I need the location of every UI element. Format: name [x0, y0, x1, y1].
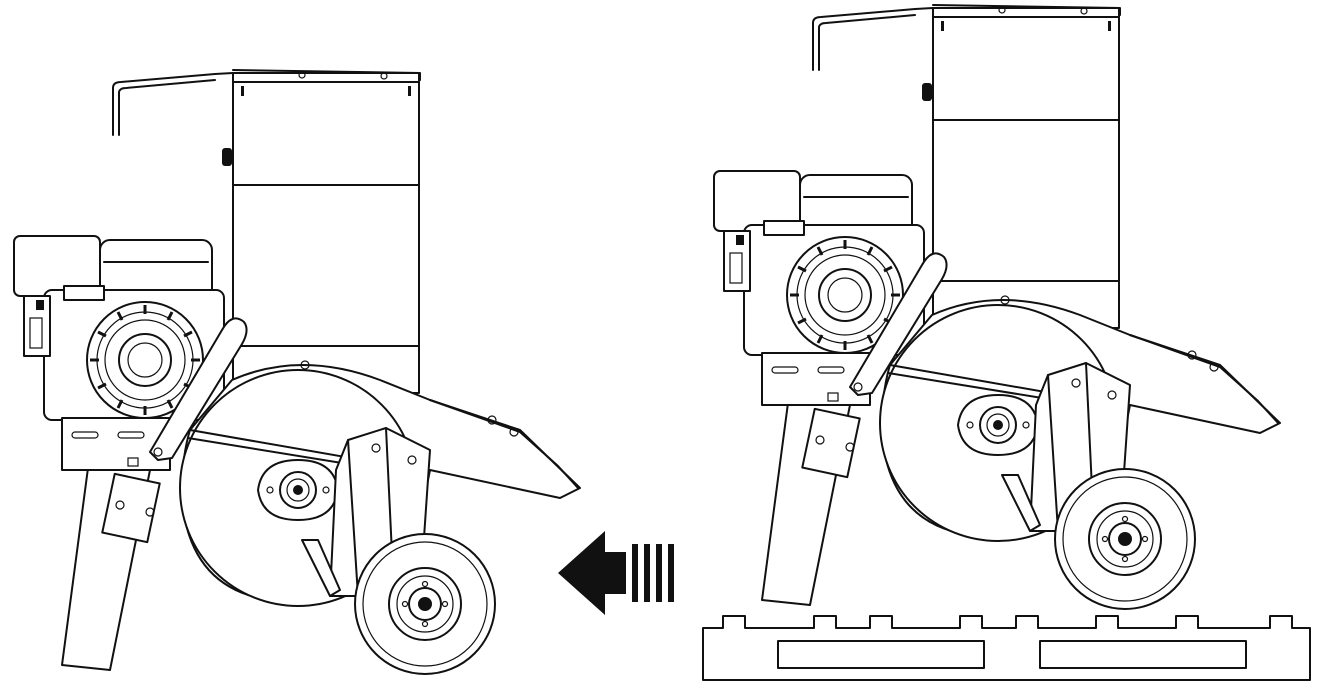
chipper-after	[712, 3, 1282, 611]
direction-arrow-icon	[558, 531, 674, 615]
pallet	[702, 615, 1311, 681]
chipper-before	[12, 68, 582, 676]
